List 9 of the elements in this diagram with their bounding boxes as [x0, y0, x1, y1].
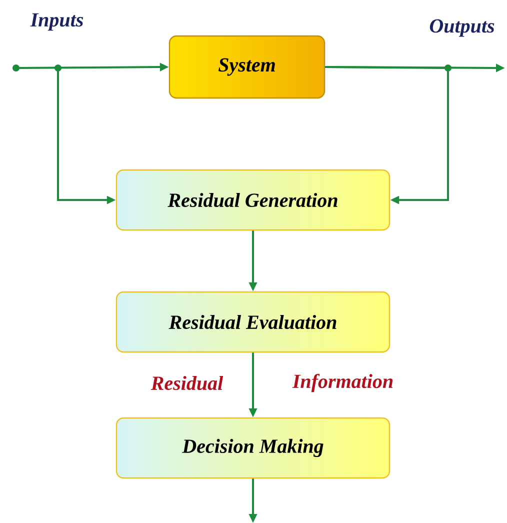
arrow [325, 66, 449, 204]
signal-label: Inputs [30, 13, 84, 31]
signal-label: Outputs [430, 19, 494, 37]
system-box: System [168, 35, 326, 99]
flow-label: Residual [150, 376, 224, 390]
process-box: Residual Generation [116, 169, 390, 231]
flow-label: Information [292, 374, 393, 392]
process-box: Decision Making [116, 417, 390, 479]
process-box: Residual Evaluation [116, 291, 390, 353]
